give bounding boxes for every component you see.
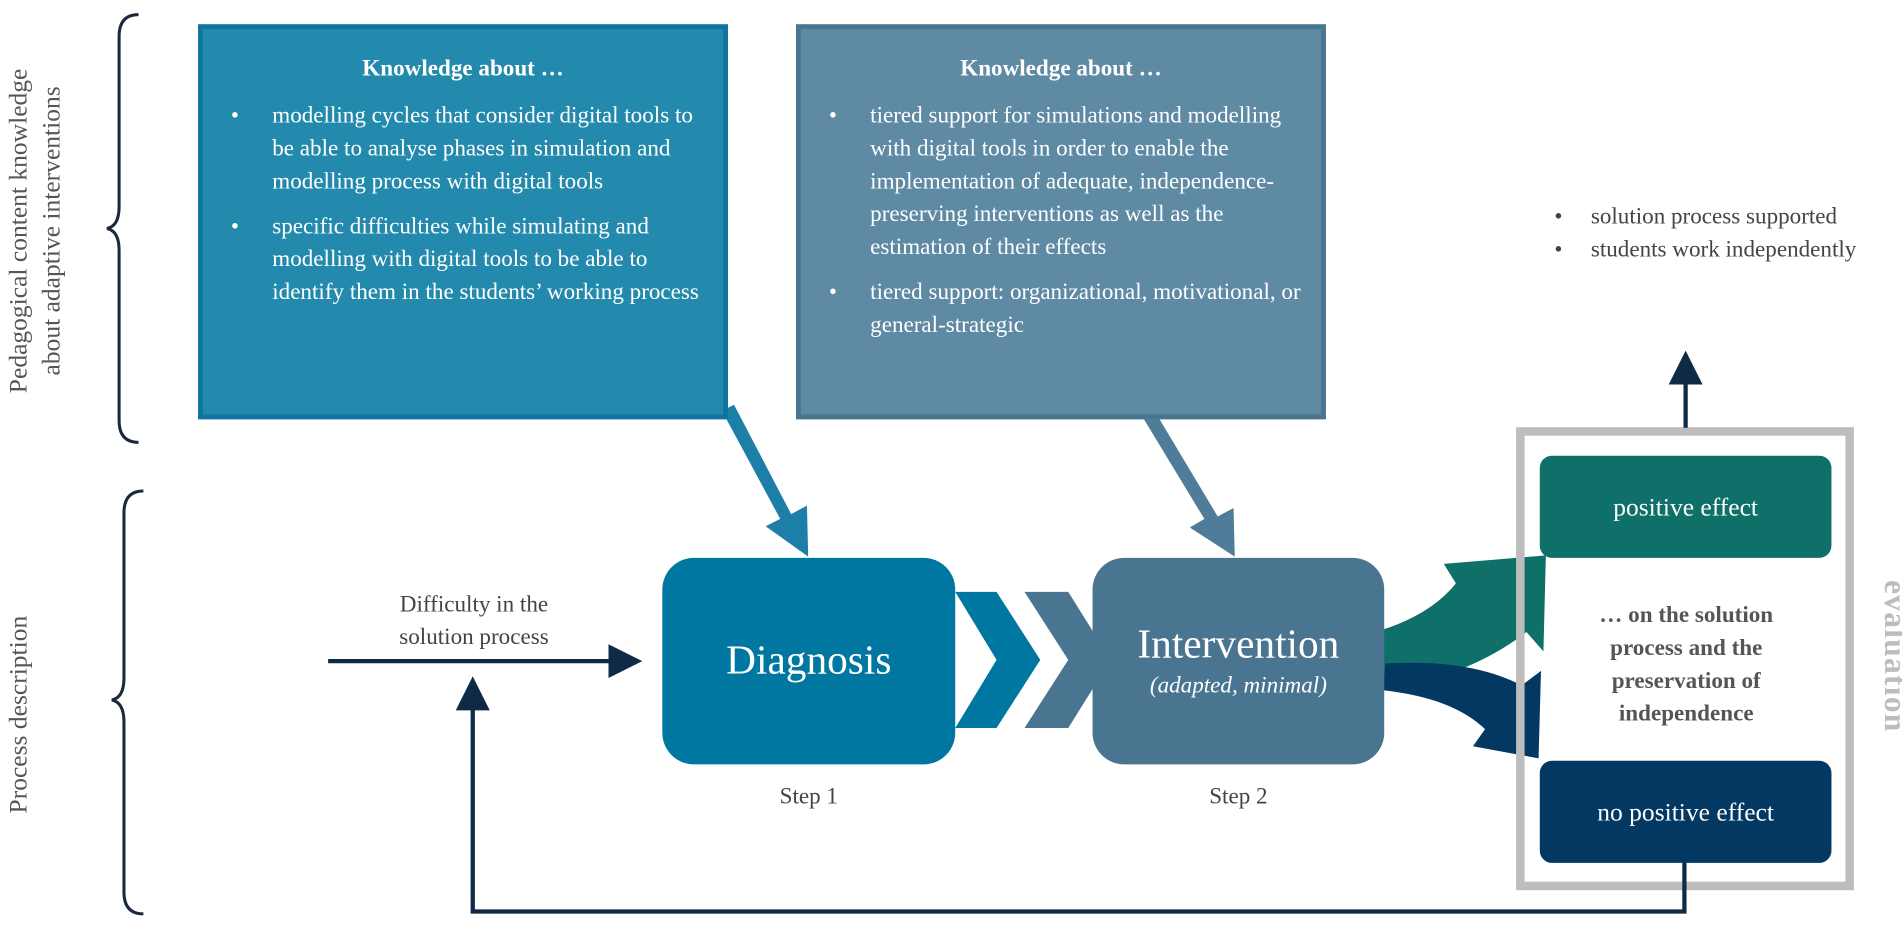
outcome-item: solution process supported <box>1554 201 1871 234</box>
knowledge-item: tiered support: organizational, motivati… <box>829 276 1301 342</box>
feedback-loop <box>455 676 1687 914</box>
knowledge-heading: Knowledge about … <box>960 55 1162 82</box>
knowledge-heading: Knowledge about … <box>362 55 564 82</box>
knowledge-list: tiered support for simulations and model… <box>801 100 1321 342</box>
outcome-item: students work independently <box>1554 233 1871 266</box>
diagnosis-title: Diagnosis <box>726 638 892 683</box>
intervention-title: Intervention <box>1137 622 1340 668</box>
side-label-top: Pedagogical content knowledge about adap… <box>3 68 66 394</box>
step-2-label: Step 2 <box>1209 783 1268 810</box>
negative-effect-box: no positive effect <box>1539 760 1832 863</box>
knowledge-box-diagnosis: Knowledge about … modelling cycles that … <box>198 24 728 420</box>
diagnosis-box: Diagnosis <box>662 557 956 765</box>
brace-top <box>106 13 139 444</box>
step-1-label: Step 1 <box>779 783 838 810</box>
chevron-2 <box>1024 591 1111 728</box>
knowledge-box-intervention: Knowledge about … tiered support for sim… <box>796 24 1326 420</box>
knowledge-arrow-1 <box>721 404 809 557</box>
side-label-bottom: Process description <box>3 615 33 814</box>
knowledge-item: specific difficulties while simulating a… <box>231 210 703 308</box>
curve-arrow-positive <box>1383 555 1546 691</box>
evaluation-middle-text: … on the solution process and the preser… <box>1599 602 1774 727</box>
outcome-list: solution process supported students work… <box>1547 201 1870 267</box>
knowledge-item: tiered support for simulations and model… <box>829 100 1301 264</box>
knowledge-list: modelling cycles that consider digital t… <box>203 100 723 309</box>
intervention-subtitle: (adapted, minimal) <box>1149 673 1327 699</box>
evaluation-label: evaluation <box>1877 579 1902 733</box>
knowledge-item: modelling cycles that consider digital t… <box>231 100 703 198</box>
chevron-1 <box>955 591 1041 728</box>
intervention-box: Intervention (adapted, minimal) <box>1092 557 1385 765</box>
knowledge-arrow-2 <box>1138 404 1235 557</box>
brace-bottom <box>111 489 144 916</box>
start-label: Difficulty in the solution process <box>399 591 549 651</box>
curve-arrow-negative <box>1383 662 1542 759</box>
positive-effect-box: positive effect <box>1539 455 1832 558</box>
